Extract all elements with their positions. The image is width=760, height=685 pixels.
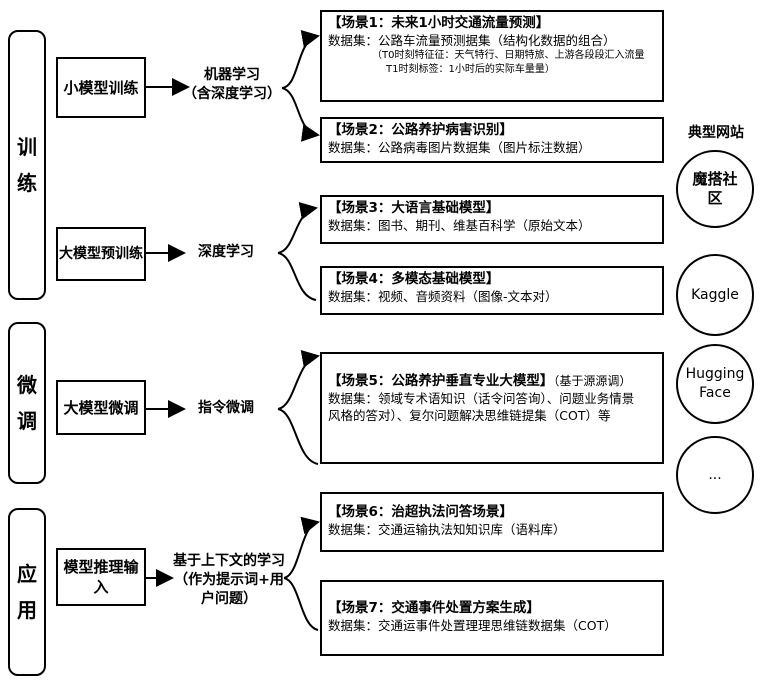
scene-2-dataset: 数据集：公路病毒图片数据集（图片标注数据） bbox=[328, 140, 591, 155]
phase-finetune-char2: 调 bbox=[17, 409, 37, 433]
phase-train-char1: 训 bbox=[17, 135, 37, 159]
scene-2-title: 【场景2：公路养护病害识别】 bbox=[328, 122, 513, 138]
phase-train-char2: 练 bbox=[17, 171, 37, 195]
scene-5-title-row: 【场景5：公路养护垂直专业大模型】（基于源源调） bbox=[328, 372, 656, 390]
scene-1-dataset: 数据集：公路车流量预测据集（结构化数据的组合） bbox=[328, 33, 616, 48]
scene-1-detail2: T1时刻标签：1小时后的实际车量量） bbox=[386, 64, 555, 75]
method-inference-line2: 入 bbox=[93, 578, 109, 596]
scene-5-dataset-line1: 数据集：领域专术语知识（话令问答询）、问题业务情景 bbox=[328, 391, 635, 406]
scene-7-title: 【场景7：交通事件处置方案生成】 bbox=[328, 600, 540, 616]
phase-apply-char1: 应 bbox=[17, 562, 37, 586]
method-large-pretrain-label: 大模型预训练 bbox=[59, 246, 143, 262]
scene-5: 【场景5：公路养护垂直专业大模型】（基于源源调） 数据集：领域专术语知识（话令问… bbox=[320, 352, 664, 464]
label-ml-line2: （含深度学习） bbox=[183, 86, 281, 102]
brace-s6 bbox=[283, 516, 320, 579]
method-large-finetune-label: 大模型微调 bbox=[63, 398, 139, 417]
site-more-label: ... bbox=[708, 466, 722, 483]
scene-3: 【场景3：大语言基础模型】 数据集：图书、期刊、维基百科学（原始文本） bbox=[320, 195, 664, 244]
scene-5-title-suffix: （基于源源调） bbox=[553, 374, 632, 388]
scene-1-detail1: （T0时刻特征征：天气特行、日期特旅、上游各段段汇入流量 bbox=[372, 50, 645, 61]
site-kaggle-label: Kaggle bbox=[691, 286, 739, 303]
site-huggingface-line2: Face bbox=[699, 385, 731, 401]
brace-s1 bbox=[281, 30, 320, 89]
brace-s5-top bbox=[277, 350, 320, 410]
scene-4-title: 【场景4：多模态基础模型】 bbox=[328, 271, 500, 287]
brace-s3 bbox=[277, 202, 318, 254]
method-inference-line1: 模型推理输 bbox=[63, 558, 139, 576]
scene-4: 【场景4：多模态基础模型】 数据集：视频、音频资料（图像-文本对） bbox=[320, 266, 664, 315]
scene-7-dataset: 数据集：交通运事件处置理理思维链数据集（COT） bbox=[328, 618, 617, 633]
scene-5-title: 【场景5：公路养护垂直专业大模型】 bbox=[328, 373, 554, 389]
scene-1-title: 【场景1：未来1小时交通流量预测】 bbox=[328, 15, 550, 31]
site-modelscope[interactable]: 魔搭社 区 bbox=[676, 150, 754, 228]
phase-apply-char2: 用 bbox=[17, 598, 37, 622]
scene-4-dataset: 数据集：视频、音频资料（图像-文本对） bbox=[328, 289, 558, 304]
phase-apply: 应 用 bbox=[8, 508, 46, 676]
site-modelscope-line2: 区 bbox=[707, 189, 723, 207]
site-modelscope-line1: 魔搭社 bbox=[692, 170, 738, 188]
brace-s7 bbox=[283, 577, 319, 631]
phase-finetune: 微 调 bbox=[8, 322, 46, 484]
phase-finetune-char1: 微 bbox=[17, 373, 37, 397]
site-huggingface[interactable]: Hugging Face bbox=[676, 344, 754, 424]
site-more[interactable]: ... bbox=[676, 436, 754, 514]
method-inference: 模型推理输 入 bbox=[56, 548, 146, 606]
label-icl-line3: 户问题） bbox=[201, 591, 257, 607]
scene-7: 【场景7：交通事件处置方案生成】 数据集：交通运事件处置理理思维链数据集（COT… bbox=[320, 580, 664, 656]
scene-2: 【场景2：公路养护病害识别】 数据集：公路病毒图片数据集（图片标注数据） bbox=[320, 117, 664, 163]
label-deep-learning-text: 深度学习 bbox=[198, 244, 254, 260]
method-large-pretrain: 大模型预训练 bbox=[56, 227, 146, 281]
method-large-finetune: 大模型微调 bbox=[56, 380, 146, 435]
scene-3-dataset: 数据集：图书、期刊、维基百科学（原始文本） bbox=[328, 218, 591, 233]
method-small-model-label: 小模型训练 bbox=[63, 78, 139, 97]
scene-6-dataset: 数据集：交通运输执法知知识库（语料库） bbox=[328, 522, 566, 537]
scene-5-dataset-line2: 风格的答对）、复尔问题解决思维链提集（COT）等 bbox=[328, 408, 611, 423]
label-icl-line2: （作为提示词+用 bbox=[174, 572, 284, 588]
brace-s2 bbox=[281, 87, 320, 142]
scene-6-title: 【场景6：治超执法问答场景】 bbox=[328, 504, 513, 520]
scene-6: 【场景6：治超执法问答场景】 数据集：交通运输执法知知识库（语料库） bbox=[320, 492, 664, 552]
label-deep-learning: 深度学习 bbox=[188, 243, 264, 262]
label-ml-line1: 机器学习 bbox=[204, 67, 260, 83]
label-instruction-tuning-text: 指令微调 bbox=[198, 400, 254, 416]
label-icl-line1: 基于上下文的学习 bbox=[173, 553, 285, 569]
method-small-model: 小模型训练 bbox=[56, 57, 146, 118]
label-instruction-tuning: 指令微调 bbox=[188, 399, 264, 418]
site-kaggle[interactable]: Kaggle bbox=[676, 254, 754, 336]
phase-train: 训 练 bbox=[8, 30, 46, 300]
label-machine-learning: 机器学习 （含深度学习） bbox=[180, 66, 284, 104]
brace-s4 bbox=[277, 252, 317, 301]
scene-3-title: 【场景3：大语言基础模型】 bbox=[328, 200, 500, 216]
sites-header: 典型网站 bbox=[688, 125, 744, 141]
label-in-context-learning: 基于上下文的学习 （作为提示词+用 户问题） bbox=[168, 552, 290, 609]
site-huggingface-line1: Hugging bbox=[685, 366, 745, 382]
brace-s5-bottom bbox=[277, 408, 319, 465]
scene-1: 【场景1：未来1小时交通流量预测】 数据集：公路车流量预测据集（结构化数据的组合… bbox=[320, 10, 664, 102]
